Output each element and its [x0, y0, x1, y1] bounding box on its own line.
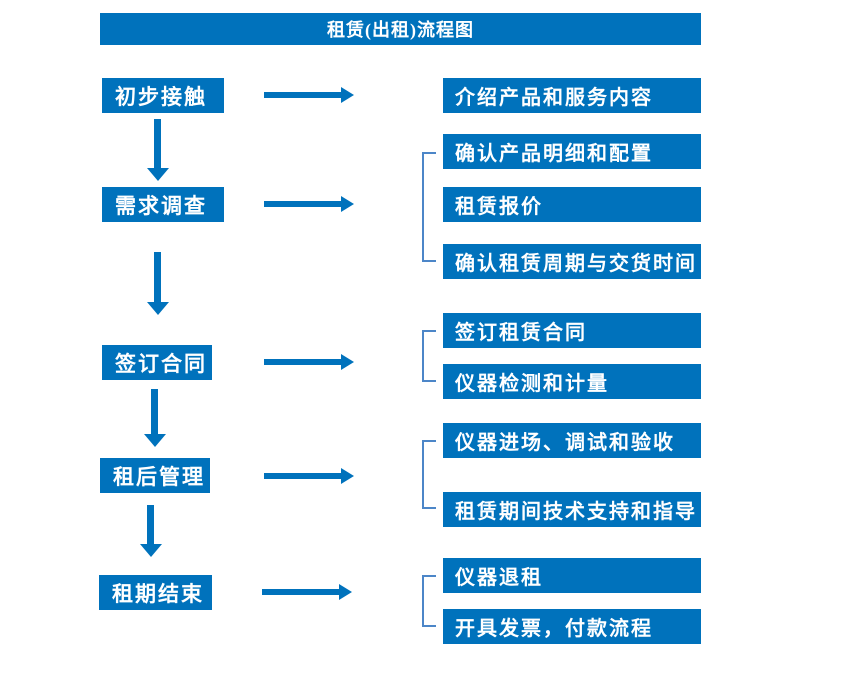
- arrow-down-icon: [147, 119, 169, 181]
- arrow-down-icon: [147, 252, 169, 315]
- bracket-connector: [422, 440, 436, 509]
- arrow-right-icon: [262, 584, 352, 600]
- detail-box-tech-support: 租赁期间技术支持和指导: [443, 492, 701, 527]
- step-box-rental-end: 租期结束: [99, 575, 212, 610]
- detail-box-rental-quote: 租赁报价: [443, 187, 701, 222]
- detail-box-confirm-period: 确认租赁周期与交货时间: [443, 244, 701, 279]
- bracket-connector: [422, 330, 436, 382]
- detail-box-instrument-testing: 仪器检测和计量: [443, 364, 701, 399]
- detail-box-introduce-products: 介绍产品和服务内容: [443, 78, 701, 113]
- step-box-demand-survey: 需求调查: [102, 187, 224, 222]
- arrow-right-icon: [264, 87, 354, 103]
- flowchart-title: 租赁(出租)流程图: [100, 13, 701, 45]
- detail-box-instrument-entry: 仪器进场、调试和验收: [443, 423, 701, 458]
- detail-box-sign-rental-contract: 签订租赁合同: [443, 313, 701, 348]
- detail-box-confirm-product-spec: 确认产品明细和配置: [443, 134, 701, 169]
- detail-box-instrument-return: 仪器退租: [443, 558, 701, 593]
- arrow-right-icon: [264, 468, 354, 484]
- step-box-post-rental: 租后管理: [100, 458, 210, 493]
- arrow-down-icon: [144, 389, 166, 447]
- detail-box-invoice-payment: 开具发票，付款流程: [443, 609, 701, 644]
- bracket-connector: [422, 152, 436, 262]
- arrow-right-icon: [264, 354, 354, 370]
- arrow-down-icon: [140, 505, 162, 557]
- step-box-sign-contract: 签订合同: [102, 345, 212, 380]
- step-box-initial-contact: 初步接触: [102, 78, 224, 113]
- bracket-connector: [422, 575, 436, 627]
- arrow-right-icon: [264, 196, 354, 212]
